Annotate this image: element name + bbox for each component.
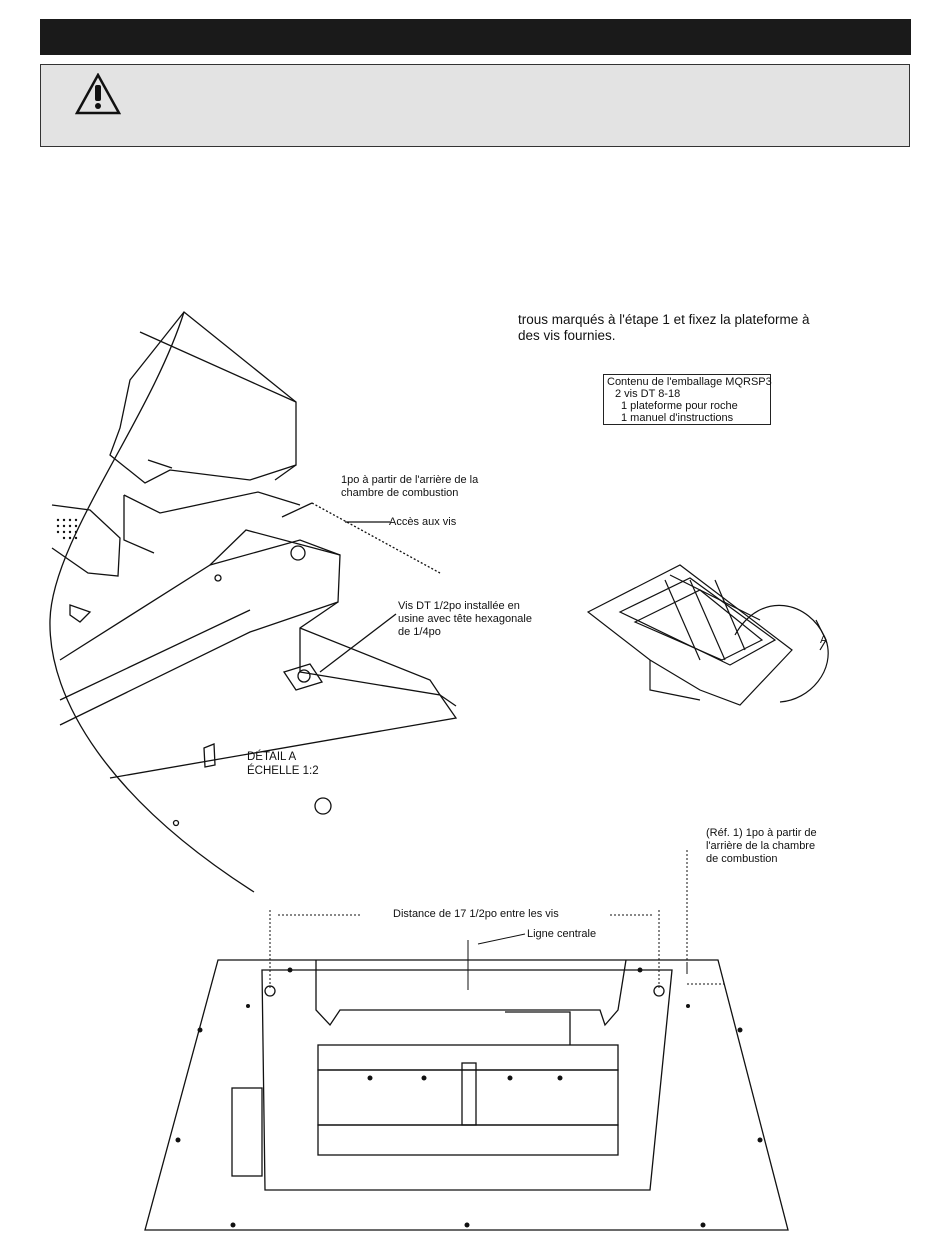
detail-offset-label: 1po à partir de l'arrière de la chambre … xyxy=(341,474,479,499)
step-instruction: trous marqués à l'étape 1 et fixez la pl… xyxy=(518,312,809,344)
step-instruction-line-1: trous marqués à l'étape 1 et fixez la pl… xyxy=(518,312,810,327)
detail-scale: ÉCHELLE 1:2 xyxy=(247,765,319,777)
overview-callout-label: A xyxy=(820,634,828,646)
warning-box xyxy=(40,64,910,147)
warning-triangle-icon xyxy=(75,73,121,115)
step-instruction-line-2: des vis fournies. xyxy=(518,328,616,343)
centerline-label: Ligne centrale xyxy=(527,928,597,940)
detail-screw-label: Vis DT 1/2po installée en usine avec têt… xyxy=(398,600,532,638)
package-contents-title: Contenu de l'emballage MQRSP3 xyxy=(607,376,772,388)
detail-beam xyxy=(59,529,341,726)
overview-drawing xyxy=(586,564,829,706)
screw-distance-label: Distance de 17 1/2po entre les vis xyxy=(393,908,559,920)
package-item: 1 manuel d'instructions xyxy=(621,412,734,424)
section-header-bar xyxy=(40,19,911,55)
detail-circle-outline xyxy=(49,311,255,893)
detail-access-label: Accès aux vis xyxy=(389,516,457,528)
hex-screw xyxy=(282,663,324,691)
detail-title: DÉTAIL A xyxy=(247,751,297,763)
detail-top-panel xyxy=(109,311,297,484)
package-item: 1 plateforme pour roche xyxy=(621,400,738,412)
reference-offset-label: (Réf. 1) 1po à partir de l'arrière de la… xyxy=(706,827,817,865)
package-item: 2 vis DT 8-18 xyxy=(615,388,681,400)
base-platform-drawing xyxy=(144,959,789,1231)
